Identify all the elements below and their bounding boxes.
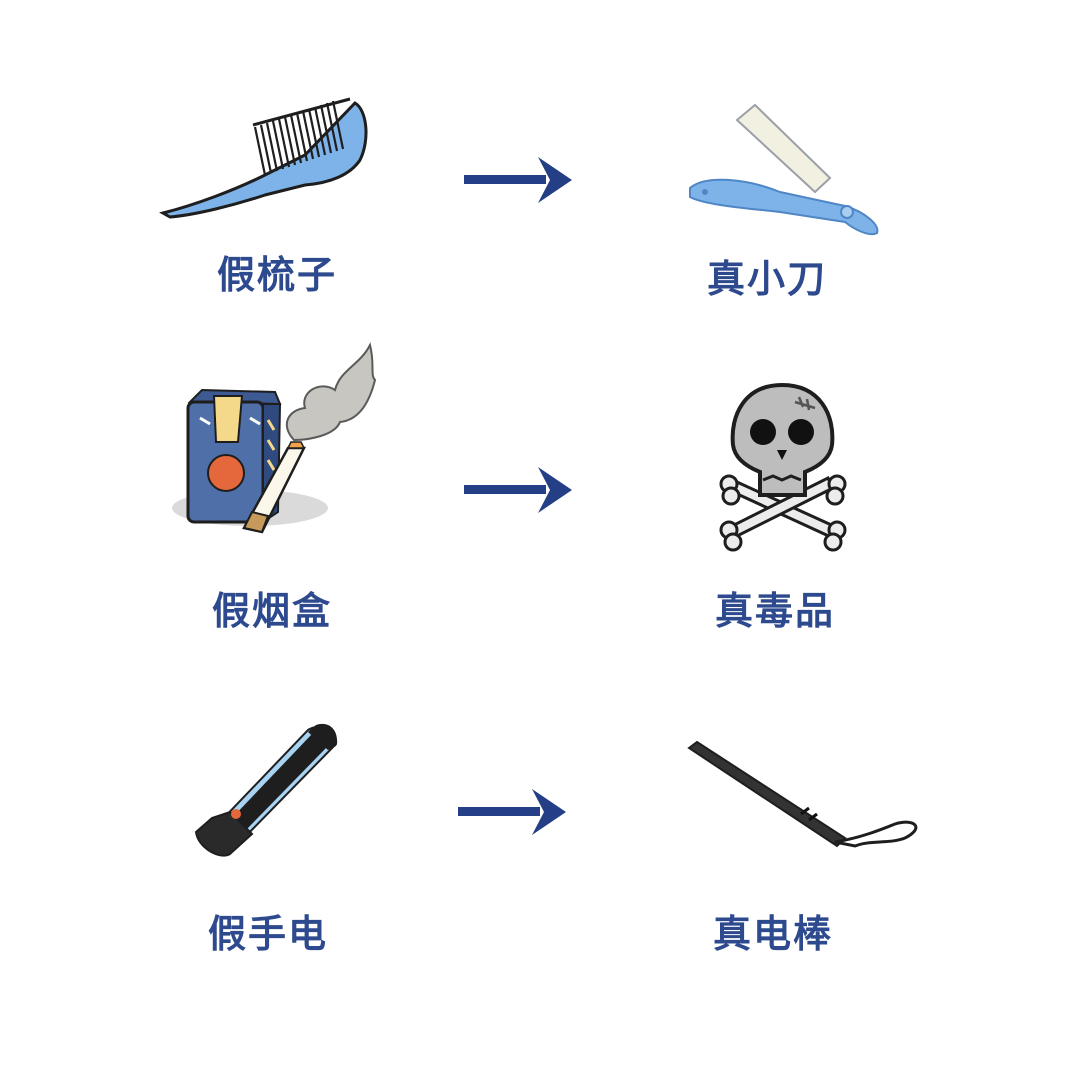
label-fake-cigarette-box: 假烟盒 [212, 589, 333, 633]
label-fake-flashlight: 假手电 [208, 912, 329, 956]
label-fake-comb: 假梳子 [217, 253, 338, 297]
flashlight-icon [194, 723, 338, 857]
arrow-right-icon [458, 789, 566, 835]
cigarette-box-icon [172, 342, 377, 534]
arrow-right-icon [464, 467, 572, 513]
label-real-baton: 真电棒 [713, 912, 834, 956]
label-real-drugs: 真毒品 [715, 589, 836, 633]
skull-crossbones-icon [719, 382, 847, 552]
baton-icon [687, 740, 918, 848]
label-real-knife: 真小刀 [707, 257, 828, 301]
comb-icon [159, 97, 368, 219]
arrow-right-icon [464, 157, 572, 203]
razor-icon [689, 103, 879, 236]
